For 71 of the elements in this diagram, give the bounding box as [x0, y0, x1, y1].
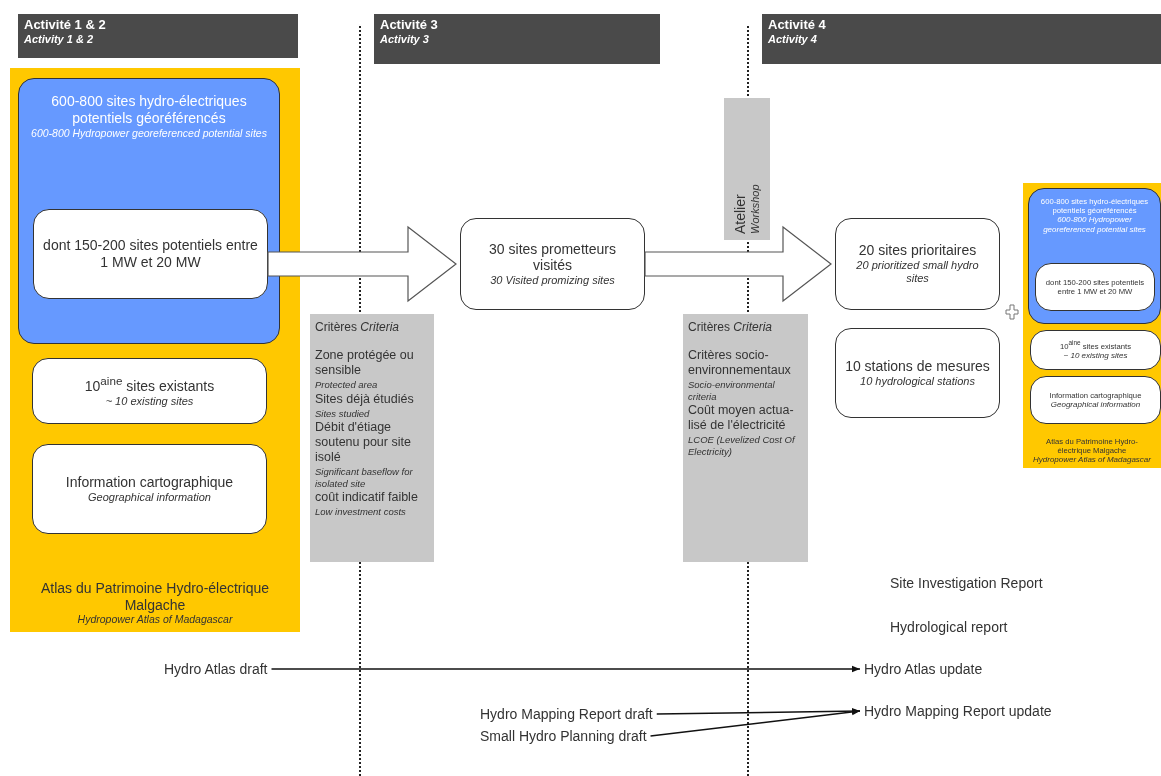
box-subtitle: Geographical information — [87, 490, 212, 504]
criterion-translation: LCOE (Levelized Cost Of Electricity) — [688, 434, 797, 457]
panel-subtitle: 600-800 Hydropower georeferenced potential sites — [1042, 215, 1147, 235]
criterion-translation: Significant baseflow for isolated site — [315, 466, 414, 489]
criterion-translation: Protected area — [315, 379, 378, 391]
box-subtitle: ~ 10 existing sites — [1062, 351, 1129, 361]
deliverable-label: Hydro Atlas update — [864, 660, 983, 678]
rounded-box — [1030, 330, 1161, 370]
criterion: Débit d'étiage soutenu pour site isolé — [315, 420, 412, 466]
box-subtitle: 30 Visited promizing sites — [489, 274, 616, 288]
sites-box — [1028, 188, 1161, 324]
workshop-translation: Workshop — [748, 184, 762, 234]
header-subtitle: Activity 4 — [768, 32, 817, 46]
arrow — [649, 708, 861, 737]
box-subtitle: 10 hydrological stations — [859, 374, 976, 388]
workshop-bar — [724, 98, 770, 240]
criterion: Zone protégée ou sensible — [315, 348, 415, 379]
box-subtitle: 20 prioritized small hydro sites — [855, 259, 980, 286]
criteria-box — [310, 314, 434, 562]
header-subtitle: Activity 3 — [380, 32, 429, 46]
panel-subtitle: Hydropower Atlas of Madagascar — [76, 613, 234, 626]
header-title: Activité 3 — [380, 17, 438, 33]
box-title: 10 stations de mesures — [844, 358, 991, 375]
rounded-box — [32, 358, 267, 424]
block-arrow — [644, 225, 832, 303]
atlas-panel — [10, 68, 300, 632]
box-title: 10$^{aine}$ sites existants — [83, 374, 216, 395]
rounded-box — [1035, 263, 1155, 311]
panel-subtitle: Hydropower Atlas of Madagascar — [1032, 455, 1152, 465]
block-arrow — [267, 225, 457, 303]
box-subtitle: Geographical information — [1049, 399, 1142, 410]
activity-header — [374, 14, 660, 64]
deliverable-label: Hydro Mapping Report draft — [480, 705, 653, 723]
deliverable-label: Site Investigation Report — [890, 574, 1043, 592]
box-subtitle: ~ 10 existing sites — [104, 394, 195, 408]
deliverable-label: Hydro Mapping Report update — [864, 702, 1052, 720]
box-title: 30 sites prometteurs visités — [488, 240, 617, 275]
header-title: Activité 1 & 2 — [24, 17, 106, 33]
header-subtitle: Activity 1 & 2 — [24, 32, 94, 46]
header-title: Activité 4 — [768, 17, 826, 33]
criterion-translation: Low investment costs — [315, 505, 406, 518]
atlas-panel — [1023, 183, 1161, 468]
criterion: coût indicatif faible — [315, 489, 418, 505]
rounded-box — [460, 218, 645, 310]
rounded-box — [835, 218, 1000, 310]
criterion-translation: Socio-environmental criteria — [688, 379, 776, 403]
deliverable-label: Hydro Atlas draft — [164, 660, 268, 678]
activity-header — [762, 14, 1161, 64]
criteria-box — [683, 314, 808, 562]
criterion-translation: Sites studied — [315, 407, 370, 420]
panel-title: Atlas du Patrimoine Hydro-électrique Malgache — [40, 579, 270, 614]
box-title: dont 150-200 sites potentiels entre 1 MW et 20 MW — [42, 237, 259, 271]
deliverable-label: Small Hydro Planning draft — [480, 727, 647, 745]
criteria-heading: Critères Criteria — [315, 320, 399, 335]
rounded-box — [32, 444, 267, 534]
rounded-box — [835, 328, 1000, 418]
rounded-box — [33, 209, 268, 299]
panel-title: 600-800 sites hydro-électriques potentiels géoréférencés — [50, 93, 248, 127]
panel-subtitle: 600-800 Hydropower georeferenced potential sites — [30, 126, 268, 140]
arrow — [270, 665, 861, 673]
workshop-label: Atelier — [732, 194, 749, 234]
rounded-box — [1030, 376, 1161, 424]
criteria-heading: Critères Criteria — [688, 320, 772, 335]
criterion: Coût moyen actua-lisé de l'électricité — [688, 403, 795, 434]
criterion: Sites déjà étudiés — [315, 391, 414, 407]
box-title: Information cartographique — [64, 474, 235, 491]
activity-header — [18, 14, 298, 58]
box-title: 20 sites prioritaires — [857, 242, 978, 260]
deliverable-label: Hydrological report — [890, 618, 1008, 636]
criterion: Critères socio-environnementaux — [688, 348, 792, 379]
sites-box — [18, 78, 280, 344]
